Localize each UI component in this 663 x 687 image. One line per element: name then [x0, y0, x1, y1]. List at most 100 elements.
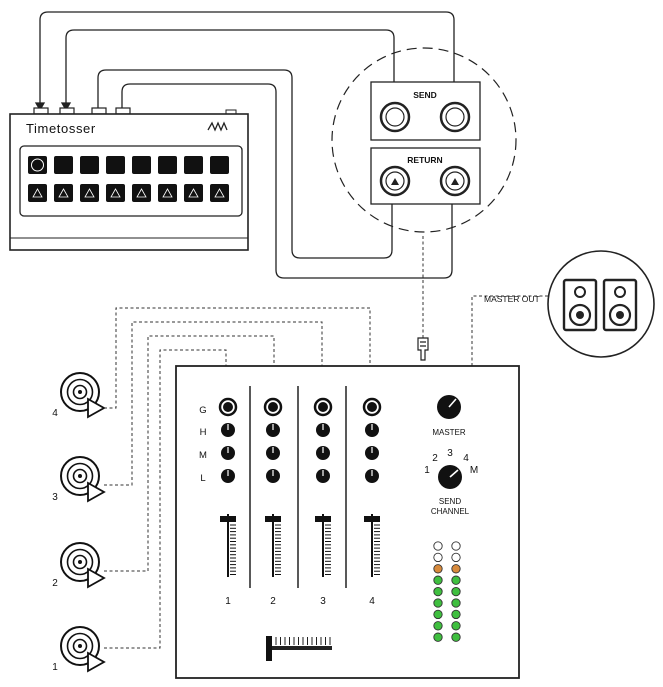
- speaker-left-icon: [562, 278, 598, 332]
- vu-led: [451, 632, 461, 642]
- master-label: MASTER: [432, 428, 466, 437]
- vu-led: [451, 586, 461, 597]
- vu-led: [433, 632, 443, 642]
- fader-cap: [220, 516, 236, 522]
- channel-strip: 3: [313, 397, 333, 607]
- deck-icon: 2: [52, 542, 106, 589]
- channel-strips: 1 2 3 4: [218, 397, 382, 607]
- channel-dividers: [249, 386, 347, 588]
- play-icon: [87, 481, 106, 503]
- timetosser-pad[interactable]: [106, 184, 125, 202]
- timetosser-device: Timetosser: [9, 107, 249, 251]
- play-icon: [87, 651, 106, 673]
- timetosser-pad[interactable]: [132, 184, 151, 202]
- timetosser-pad[interactable]: [132, 156, 151, 174]
- channel-strip: 2: [263, 397, 283, 607]
- cable-deck-4: [104, 307, 371, 409]
- channel-fader[interactable]: [315, 514, 331, 577]
- vu-led: [433, 541, 443, 551]
- cable-deck-2: [104, 335, 275, 572]
- timetosser-pad[interactable]: [80, 156, 99, 174]
- cable-deck-3: [104, 321, 323, 486]
- vu-led: [451, 564, 461, 574]
- cable-send-left: [65, 29, 395, 110]
- timetosser-pad[interactable]: [184, 184, 203, 202]
- crossfader[interactable]: [266, 636, 332, 661]
- vu-led: [433, 598, 443, 608]
- return-label: RETURN: [407, 155, 442, 165]
- channel-strip: 1: [218, 397, 238, 607]
- vu-led: [433, 586, 443, 597]
- send-option-m: M: [470, 465, 478, 476]
- channel-number: 2: [270, 596, 276, 607]
- deck-number: 4: [52, 408, 58, 419]
- timetosser-pad[interactable]: [106, 156, 125, 174]
- channel-fader[interactable]: [364, 514, 380, 577]
- timetosser-pad[interactable]: [184, 156, 203, 174]
- vu-led: [433, 621, 443, 631]
- deck-icon: 4: [52, 372, 106, 419]
- timetosser-pad[interactable]: [54, 156, 73, 174]
- deck-number: 3: [52, 492, 58, 503]
- fx-cables: [34, 11, 455, 279]
- device-name: Timetosser: [26, 121, 96, 136]
- deck-number: 2: [52, 578, 58, 589]
- vu-led: [433, 575, 443, 585]
- vu-led: [433, 552, 443, 563]
- timetosser-pad[interactable]: [158, 184, 177, 202]
- jack-3: [91, 107, 107, 115]
- crossfader-cap: [266, 636, 272, 661]
- cable-return-left: [97, 69, 393, 259]
- send-option-1: 1: [424, 465, 430, 476]
- deck-number: 1: [52, 662, 58, 673]
- send-channel-label-line1: SEND: [439, 497, 461, 506]
- timetosser-buttons: [28, 156, 229, 202]
- timetosser-pad[interactable]: [28, 184, 47, 202]
- vu-led: [451, 552, 461, 563]
- play-icon: [87, 397, 106, 419]
- timetosser-pad[interactable]: [28, 156, 47, 174]
- eq-label: H: [200, 427, 207, 438]
- master-out-label: MASTER OUT: [484, 294, 540, 304]
- fader-cap: [265, 516, 281, 522]
- channel-number: 1: [225, 596, 231, 607]
- deck-icon: 3: [52, 456, 106, 503]
- decks: 4 3 2 1: [52, 372, 106, 673]
- speaker-right-icon: [602, 278, 638, 332]
- fx-boundary: [331, 47, 517, 233]
- jack-1: [33, 107, 49, 115]
- vu-meter: [433, 541, 461, 642]
- cable-deck-1: [104, 349, 227, 649]
- timetosser-pad[interactable]: [158, 156, 177, 174]
- eq-label: L: [200, 473, 205, 484]
- channel-strip: 4: [362, 397, 382, 607]
- send-channel-label-line2: CHANNEL: [431, 507, 470, 516]
- timetosser-pad[interactable]: [80, 184, 99, 202]
- timetosser-pad[interactable]: [210, 184, 229, 202]
- mixer-body: [175, 365, 520, 679]
- send-label: SEND: [413, 90, 437, 100]
- fader-cap: [364, 516, 380, 522]
- jack-plug-icon: [417, 337, 429, 361]
- dashed-cables: [104, 236, 550, 649]
- channel-fader[interactable]: [265, 514, 281, 577]
- fader-cap: [315, 516, 331, 522]
- send-option-2: 2: [432, 453, 438, 464]
- send-option-3: 3: [447, 448, 453, 459]
- brand-logo: [207, 121, 228, 132]
- vu-led: [451, 609, 461, 620]
- arrow-in-1: [34, 102, 46, 112]
- deck-icon: 1: [52, 626, 106, 673]
- channel-fader[interactable]: [220, 514, 236, 577]
- fx-unit: SEND RETURN: [331, 47, 517, 233]
- timetosser-pad[interactable]: [54, 184, 73, 202]
- vu-led: [451, 621, 461, 631]
- timetosser-pad[interactable]: [210, 156, 229, 174]
- channel-number: 4: [369, 596, 375, 607]
- vu-led: [433, 609, 443, 620]
- cable-send-right: [39, 11, 455, 110]
- play-icon: [87, 567, 106, 589]
